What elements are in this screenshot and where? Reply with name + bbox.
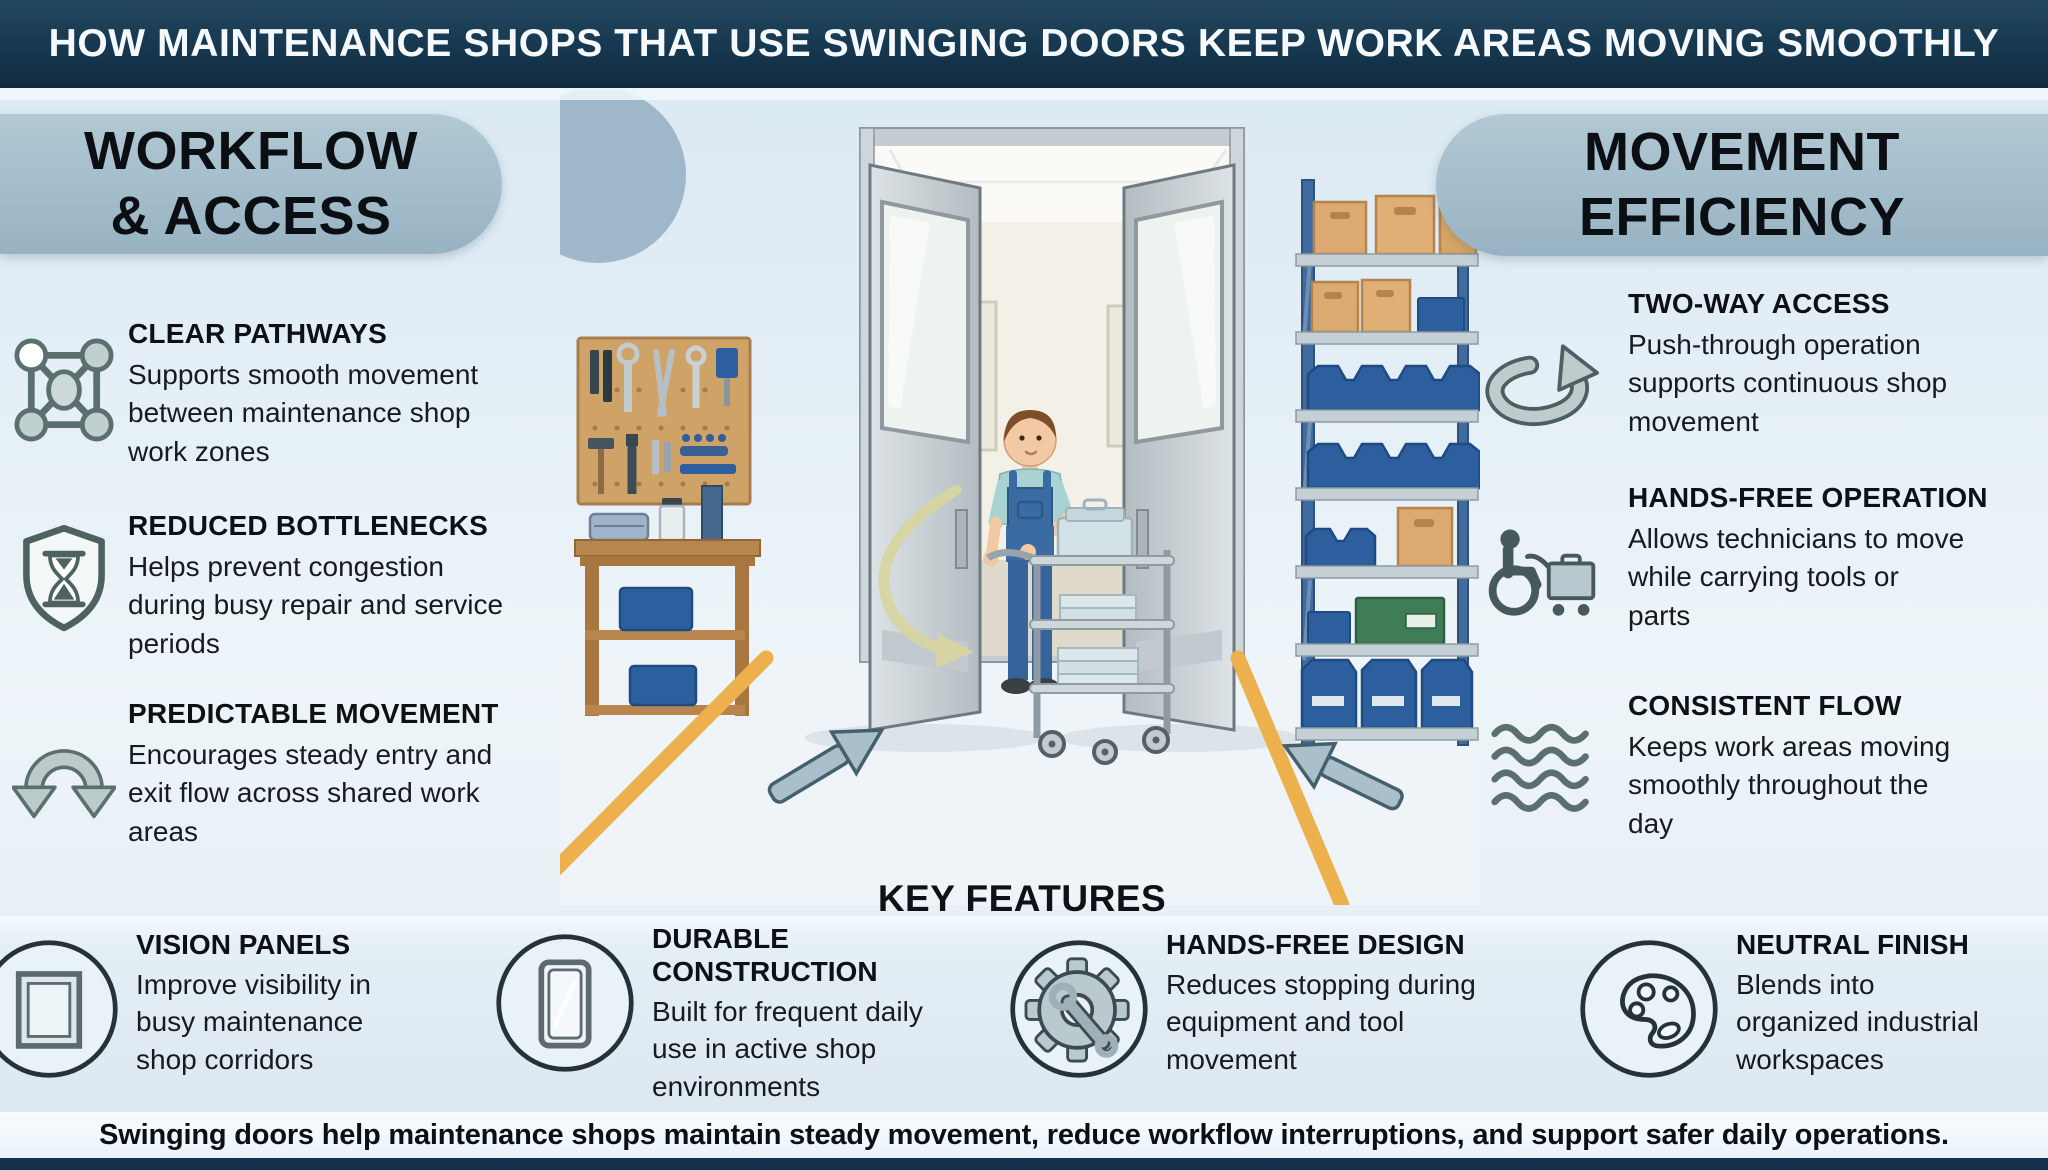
right-swing-door <box>1122 163 1236 732</box>
floor-safety-lines <box>560 650 1350 905</box>
item-body: Allows technicians to move while carryin… <box>1628 523 1965 631</box>
feature-body: Improve visibility in busy maintenance s… <box>136 969 371 1075</box>
tool-pegboard <box>576 336 752 506</box>
vision-panel-icon <box>0 940 118 1078</box>
door-shadow <box>1060 724 1300 752</box>
maintenance-shop-illustration <box>560 90 1480 905</box>
feature-title: DURABLE CONSTRUCTION <box>652 923 878 988</box>
item-body: Helps prevent congestion during busy rep… <box>128 551 504 659</box>
feature-neutral-finish: NEUTRAL FINISH Blends into organized ind… <box>1578 928 2048 1080</box>
workflow-item-predictable-movement: PREDICTABLE MOVEMENT Encourages steady e… <box>0 698 588 851</box>
item-title: PREDICTABLE MOVEMENT <box>128 698 499 729</box>
item-title: CLEAR PATHWAYS <box>128 318 387 349</box>
item-body: Push-through operation supports continuo… <box>1628 329 1948 437</box>
door-swing-arrow <box>878 484 974 668</box>
page-title: HOW MAINTENANCE SHOPS THAT USE SWINGING … <box>48 22 2000 65</box>
movement-efficiency-header: MOVEMENT EFFICIENCY <box>1436 114 2048 256</box>
item-title: TWO-WAY ACCESS <box>1628 288 1890 319</box>
wheelchair-cart-icon <box>1488 529 1596 616</box>
feature-durable-construction: DURABLE CONSTRUCTION Built for frequent … <box>494 922 988 1105</box>
item-body: Keeps work areas moving smoothly through… <box>1628 731 1951 839</box>
feature-title: NEUTRAL FINISH <box>1736 929 1969 960</box>
movement-efficiency-title: MOVEMENT EFFICIENCY <box>1578 122 1906 247</box>
movement-item-consistent-flow: CONSISTENT FLOW Keeps work areas moving … <box>1478 690 2028 843</box>
item-title: CONSISTENT FLOW <box>1628 690 1902 721</box>
item-title: HANDS-FREE OPERATION <box>1628 482 1988 513</box>
title-banner: HOW MAINTENANCE SHOPS THAT USE SWINGING … <box>0 0 2048 88</box>
banner-divider <box>0 88 2048 100</box>
parts-shelving <box>1295 179 1480 751</box>
workflow-item-clear-pathways: CLEAR PATHWAYS Supports smooth movement … <box>0 318 588 471</box>
feature-body: Reduces stopping during equipment and to… <box>1166 969 1476 1075</box>
feature-body: Built for frequent daily use in active s… <box>652 996 923 1102</box>
footer-text: Swinging doors help maintenance shops ma… <box>99 1118 1949 1151</box>
gear-wrench-icon <box>1010 940 1148 1078</box>
feature-title: VISION PANELS <box>136 929 351 960</box>
door-panel-icon <box>496 934 634 1072</box>
shield-hourglass-icon <box>23 524 105 632</box>
workflow-access-header: WORKFLOW & ACCESS <box>0 114 502 254</box>
network-nodes-icon <box>14 338 114 442</box>
item-body: Encourages steady entry and exit flow ac… <box>128 739 493 847</box>
circular-arrow-icon <box>1485 344 1599 426</box>
feature-hands-free-design: HANDS-FREE DESIGN Reduces stopping durin… <box>1008 928 1522 1080</box>
waves-icon <box>1491 723 1589 812</box>
workbench <box>574 485 761 716</box>
flow-arrow-left <box>767 728 885 804</box>
left-swing-door <box>868 163 982 732</box>
flow-arrow-right <box>1281 741 1404 811</box>
item-title: REDUCED BOTTLENECKS <box>128 510 489 541</box>
footer-bar: Swinging doors help maintenance shops ma… <box>0 1112 2048 1158</box>
utility-cart <box>986 498 1175 765</box>
workflow-item-reduced-bottlenecks: REDUCED BOTTLENECKS Helps prevent conges… <box>0 510 588 663</box>
u-turn-arrows-icon <box>12 749 116 819</box>
movement-item-two-way-access: TWO-WAY ACCESS Push-through operation su… <box>1478 288 2028 441</box>
feature-title: HANDS-FREE DESIGN <box>1166 929 1465 960</box>
bottom-navy-strip <box>0 1158 2048 1170</box>
decorative-circle <box>560 90 686 263</box>
key-features-title: KEY FEATURES <box>877 878 1167 919</box>
movement-item-hands-free-operation: HANDS-FREE OPERATION Allows technicians … <box>1478 482 2028 635</box>
palette-icon <box>1580 940 1718 1078</box>
feature-vision-panels: VISION PANELS Improve visibility in busy… <box>0 928 428 1080</box>
feature-body: Blends into organized industrial workspa… <box>1736 969 1979 1075</box>
item-body: Supports smooth movement between mainten… <box>128 359 479 467</box>
workflow-access-title: WORKFLOW & ACCESS <box>84 121 418 246</box>
